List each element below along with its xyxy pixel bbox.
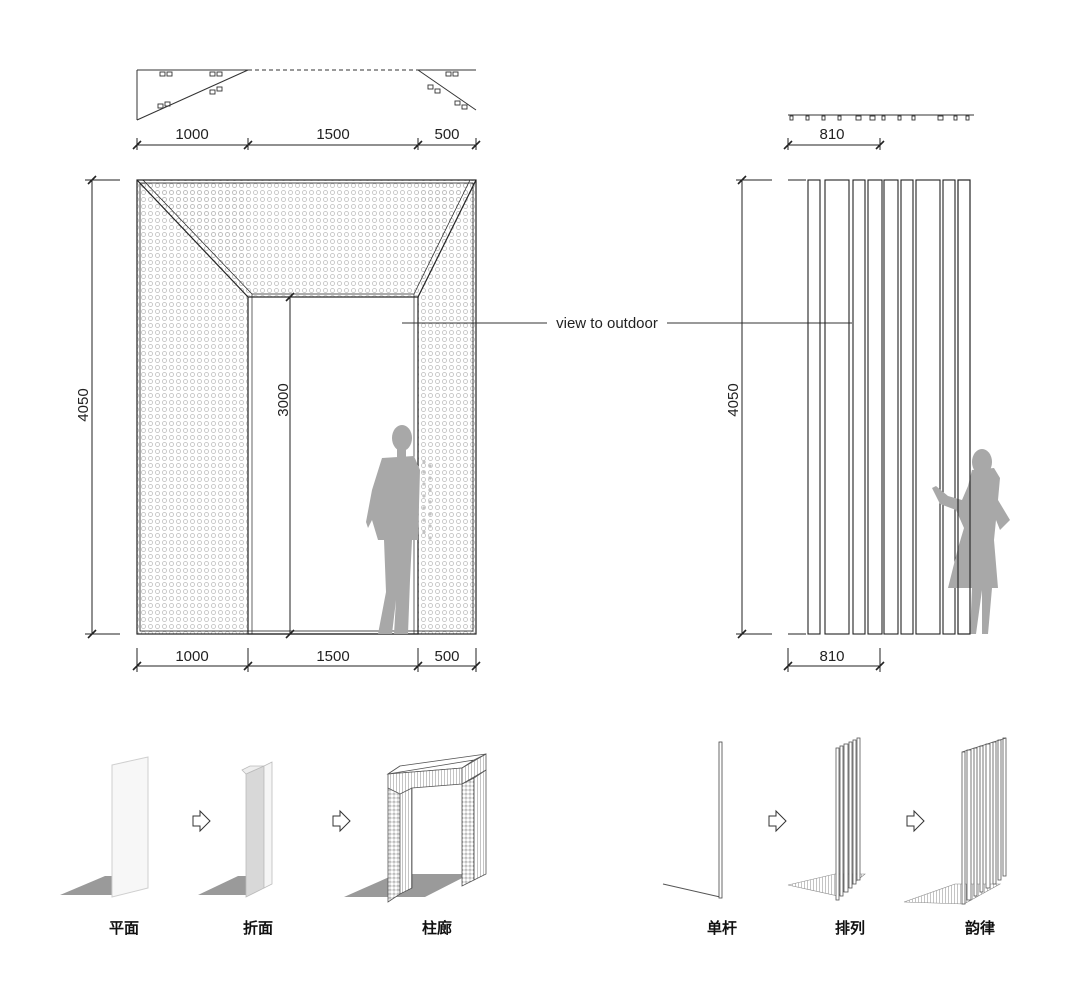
caption-arrangement: 排列: [835, 919, 865, 937]
sketch-single-rod: [662, 741, 723, 899]
left-bottom-dimension: [132, 648, 481, 672]
dim-bottom-1000: 1000: [175, 648, 208, 665]
arrow-step-4-icon: [906, 809, 925, 833]
dim-right-4050: 4050: [725, 383, 742, 416]
right-height-dimension: [736, 175, 772, 639]
dim-left-4050: 4050: [75, 388, 92, 421]
callout-view-to-outdoor: view to outdoor: [556, 315, 658, 332]
caption-flat-surface: 平面: [109, 919, 139, 937]
right-elevation-rods: [788, 179, 971, 635]
person-silhouette-right: [932, 449, 1010, 634]
left-elevation-portal: [136, 179, 477, 639]
dim-top-1500: 1500: [316, 126, 349, 143]
arrow-step-2-icon: [332, 809, 351, 833]
sketch-rod-arrangement: [787, 737, 866, 901]
dim-right-top-810: 810: [819, 126, 844, 143]
sketch-rod-rhythm: [903, 737, 1007, 905]
caption-single-rod: 单杆: [707, 919, 737, 937]
arrow-step-1-icon: [192, 809, 211, 833]
right-bottom-dimension: [783, 648, 885, 672]
left-height-dimension: [85, 175, 120, 639]
perforated-detail: [422, 460, 432, 540]
dim-bottom-1500: 1500: [316, 648, 349, 665]
rod-foreground: [957, 179, 971, 635]
caption-rhythm: 韵律: [965, 919, 995, 937]
dim-opening-3000: 3000: [275, 383, 292, 416]
arrow-step-3-icon: [768, 809, 787, 833]
sketch-folded-panel: [198, 761, 273, 898]
dim-right-bottom-810: 810: [819, 648, 844, 665]
right-top-dimension: [783, 138, 885, 150]
person-silhouette-left: [366, 425, 420, 634]
sketch-colonnade: [344, 753, 487, 903]
dim-bottom-500: 500: [434, 648, 459, 665]
dim-top-500: 500: [434, 126, 459, 143]
caption-colonnade: 柱廊: [422, 919, 452, 937]
left-plan-view: [136, 69, 477, 121]
dim-top-1000: 1000: [175, 126, 208, 143]
left-top-dimension: [132, 138, 481, 150]
caption-folded-surface: 折面: [243, 919, 273, 937]
right-plan-view: [788, 114, 974, 121]
sketch-flat-panel: [60, 756, 149, 898]
